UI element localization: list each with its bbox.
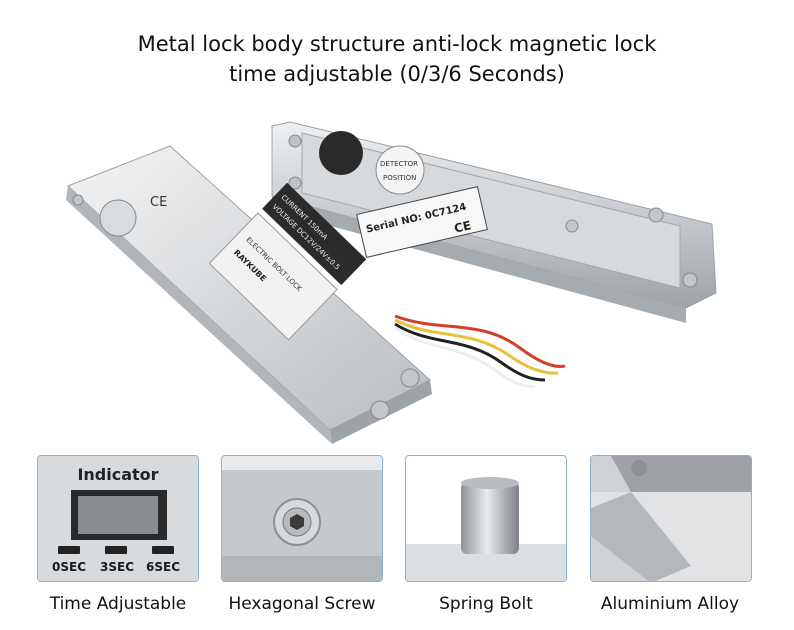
- svg-text:CE: CE: [150, 195, 167, 210]
- switch-label-0sec: 0SEC: [52, 560, 86, 574]
- switch-6sec-icon: [152, 546, 174, 554]
- detail-spring-bolt-photo: [405, 455, 567, 582]
- indicator-background: [38, 456, 198, 581]
- spring-bolt-icon: [406, 477, 566, 581]
- hex-screw-icon: [222, 456, 382, 581]
- svg-text:DETECTOR: DETECTOR: [380, 160, 418, 168]
- detail-aluminium-alloy-photo: [590, 455, 752, 582]
- caption-time-adjustable: Time Adjustable: [49, 594, 187, 614]
- detail-time-adjustable-photo: Indicator 0SEC 3SEC 6SEC: [37, 455, 199, 582]
- switch-3sec-icon: [105, 546, 127, 554]
- svg-text:POSITION: POSITION: [383, 174, 416, 182]
- switch-0sec-icon: [58, 546, 80, 554]
- lock-product-image: DETECTOR POSITION Serial NO: 0C7124 CE C…: [66, 121, 717, 444]
- headline-line-2: time adjustable (0/3/6 Seconds): [229, 62, 565, 86]
- indicator-title: Indicator: [77, 465, 159, 484]
- lock-body-back: DETECTOR POSITION Serial NO: 0C7124 CE: [271, 121, 717, 323]
- lock-body-front: CE CURRENT 150mA VOLTAGE DC12V/24V±0.5 E…: [66, 145, 432, 444]
- switch-label-3sec: 3SEC: [100, 560, 134, 574]
- svg-text:CE: CE: [453, 218, 473, 235]
- aluminium-corner-icon: [591, 456, 751, 581]
- caption-aluminium-alloy: Aluminium Alloy: [600, 594, 740, 614]
- detail-hexagonal-screw-photo: [221, 455, 383, 582]
- caption-hexagonal-screw: Hexagonal Screw: [228, 594, 376, 614]
- headline-line-1: Metal lock body structure anti-lock magn…: [137, 32, 657, 56]
- switch-label-6sec: 6SEC: [146, 560, 180, 574]
- caption-spring-bolt: Spring Bolt: [439, 594, 533, 614]
- lock-wires: [394, 314, 566, 389]
